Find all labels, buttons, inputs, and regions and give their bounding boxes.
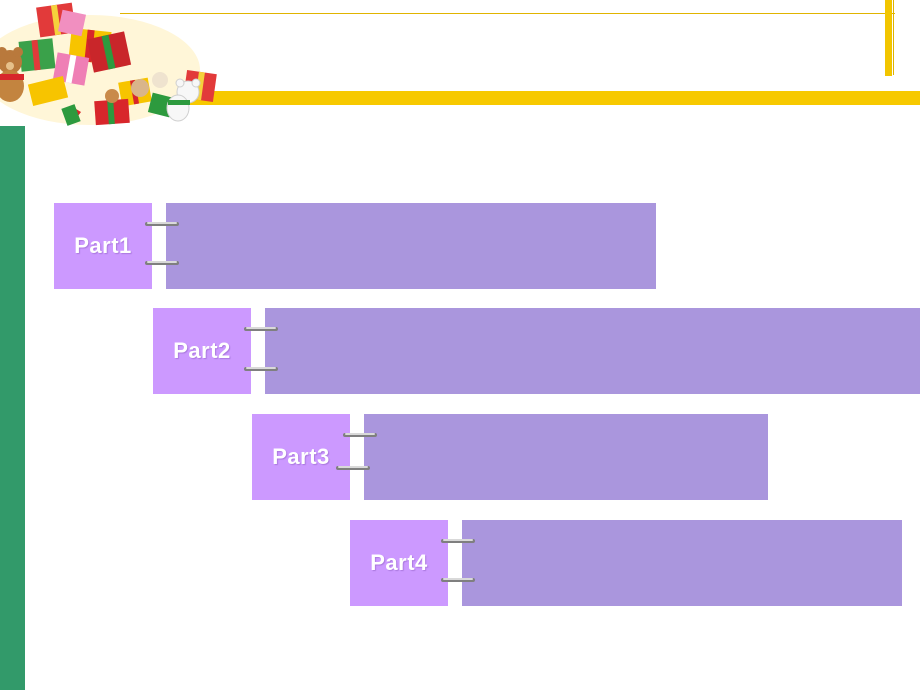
binder-clip-icon xyxy=(145,261,179,265)
part1-row: Part1 xyxy=(54,203,656,289)
binder-clip-icon xyxy=(441,539,475,543)
binder-clip-icon xyxy=(145,222,179,226)
part4-tab: Part4 xyxy=(350,520,448,606)
part3-row: Part3 xyxy=(252,414,768,500)
christmas-gifts-illustration xyxy=(0,2,217,126)
part1-tab: Part1 xyxy=(54,203,152,289)
header-thin-line xyxy=(120,13,895,14)
part2-tab: Part2 xyxy=(153,308,251,394)
binder-clip-icon xyxy=(244,367,278,371)
part2-panel xyxy=(265,308,920,394)
part2-row: Part2 xyxy=(153,308,920,394)
part1-panel xyxy=(166,203,656,289)
part4-row: Part4 xyxy=(350,520,902,606)
header-right-line xyxy=(893,0,894,75)
header-yellow-band xyxy=(180,91,920,105)
binder-clip-icon xyxy=(336,466,370,470)
binder-clip-icon xyxy=(441,578,475,582)
header-right-bar xyxy=(885,0,892,76)
binder-clip-icon xyxy=(343,433,377,437)
part3-tab: Part3 xyxy=(252,414,350,500)
part3-panel xyxy=(364,414,768,500)
part4-panel xyxy=(462,520,902,606)
left-green-strip xyxy=(0,126,25,690)
binder-clip-icon xyxy=(244,327,278,331)
